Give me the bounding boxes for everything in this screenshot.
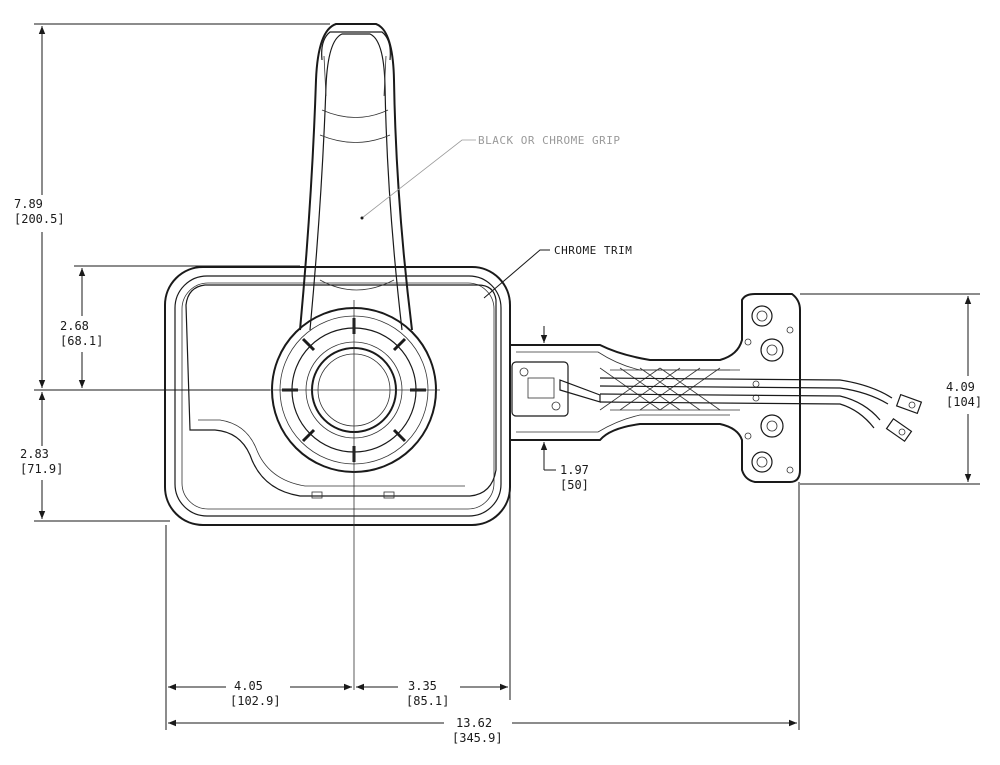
grip [321, 31, 391, 61]
dim-value-mm: [104] [946, 395, 982, 409]
dim-left-to-center: 4.05 [102.9] [230, 679, 281, 708]
dim-value-in: 7.89 [14, 197, 43, 211]
leader-lines [360, 139, 550, 299]
dim-value-in: 2.83 [20, 447, 49, 461]
dim-value-in: 1.97 [560, 463, 589, 477]
note-grip: BLACK OR CHROME GRIP [478, 134, 620, 147]
lever-arm [299, 23, 413, 331]
dim-value-mm: [50] [560, 478, 589, 492]
control-housing [164, 266, 511, 526]
dim-value-in: 13.62 [456, 716, 492, 730]
note-trim: CHROME TRIM [554, 244, 632, 257]
dim-overall-height: 7.89 [200.5] [14, 197, 65, 226]
dim-value-in: 4.05 [234, 679, 263, 693]
dim-value-mm: [102.9] [230, 694, 281, 708]
center-lines [270, 300, 440, 690]
dimension-lines [38, 26, 972, 727]
dim-mount-height: 4.09 [104] [946, 380, 982, 409]
dim-value-in: 3.35 [408, 679, 437, 693]
dim-value-mm: [345.9] [452, 731, 503, 745]
mount-bracket [510, 293, 801, 483]
wire-leads [599, 377, 923, 443]
dim-value-in: 4.09 [946, 380, 975, 394]
dim-value-mm: [200.5] [14, 212, 65, 226]
dim-center-to-housing: 3.35 [85.1] [406, 679, 449, 708]
extension-lines [34, 23, 980, 730]
dim-lower-half: 2.83 [71.9] [20, 447, 63, 476]
dim-upper-half: 2.68 [68.1] [60, 319, 103, 348]
dim-value-mm: [85.1] [406, 694, 449, 708]
dim-bracket-thickness: 1.97 [50] [560, 463, 589, 492]
dim-value-mm: [71.9] [20, 462, 63, 476]
dim-overall-width: 13.62 [345.9] [452, 716, 503, 745]
dim-value-mm: [68.1] [60, 334, 103, 348]
dim-value-in: 2.68 [60, 319, 89, 333]
